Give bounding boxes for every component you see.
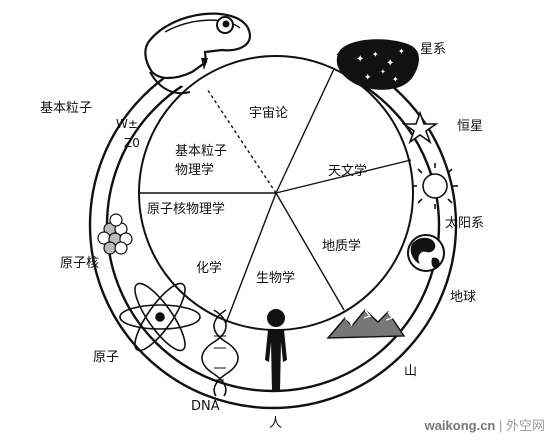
svg-text:✦: ✦ bbox=[364, 73, 372, 83]
label-z-boson: Z0 bbox=[124, 136, 140, 150]
svg-text:✦: ✦ bbox=[372, 50, 379, 59]
watermark-separator: | bbox=[495, 418, 506, 433]
sector-nuclear-physics: 原子核物理学 bbox=[147, 202, 226, 217]
mountain-icon bbox=[326, 308, 406, 339]
label-nucleus: 原子核 bbox=[60, 256, 100, 271]
label-solar-system: 太阳系 bbox=[445, 216, 485, 231]
label-w-boson: W± bbox=[116, 117, 138, 131]
sector-particle-physics-line1: 基本粒子 bbox=[175, 144, 228, 159]
sector-particle-physics-line2: 物理学 bbox=[175, 163, 215, 178]
label-elementary-particle: 基本粒子 bbox=[40, 101, 93, 116]
label-atom: 原子 bbox=[93, 350, 120, 365]
earth-icon bbox=[407, 234, 445, 272]
sector-chemistry: 化学 bbox=[196, 261, 223, 276]
sector-cosmology: 宇宙论 bbox=[249, 106, 289, 121]
svg-text:✦: ✦ bbox=[392, 75, 399, 84]
watermark-site: waikong.cn bbox=[424, 418, 496, 433]
svg-text:✦: ✦ bbox=[380, 68, 386, 76]
human-icon bbox=[265, 309, 287, 392]
watermark: waikong.cn | 外空网 bbox=[425, 415, 545, 434]
label-dna: DNA bbox=[191, 399, 220, 414]
galaxy-icon: ✦ ✦ ✦ ✦ ✦ ✦ ✦ bbox=[336, 39, 419, 90]
label-mountain: 山 bbox=[404, 364, 418, 379]
svg-text:✦: ✦ bbox=[356, 54, 364, 65]
sector-dividers bbox=[139, 68, 412, 324]
dna-icon bbox=[201, 309, 239, 397]
label-star: 恒星 bbox=[457, 119, 484, 134]
sun-icon bbox=[412, 163, 458, 209]
sector-biology: 生物学 bbox=[256, 271, 296, 286]
atom-icon bbox=[119, 282, 201, 352]
label-earth: 地球 bbox=[450, 290, 477, 305]
nucleus-icon bbox=[97, 213, 133, 255]
snake-head bbox=[144, 12, 251, 95]
label-human: 人 bbox=[269, 416, 283, 431]
watermark-name: 外空网 bbox=[505, 418, 545, 433]
star-icon bbox=[401, 110, 439, 145]
svg-text:✦: ✦ bbox=[386, 58, 394, 69]
label-galaxy: 星系 bbox=[420, 42, 447, 57]
svg-text:✦: ✦ bbox=[398, 47, 405, 56]
sector-astronomy: 天文学 bbox=[328, 164, 368, 179]
sector-geology: 地质学 bbox=[322, 239, 362, 254]
